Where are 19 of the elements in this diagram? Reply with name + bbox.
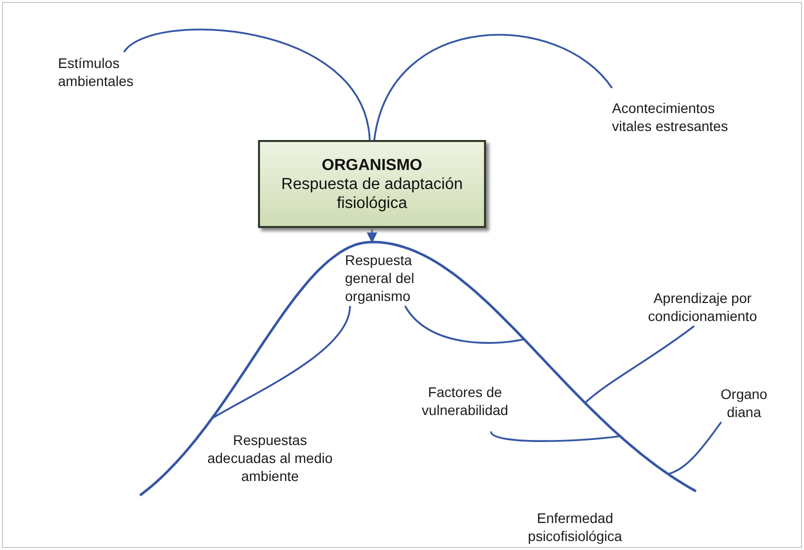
- node-label: Organo diana: [720, 385, 768, 421]
- connector-line: [584, 325, 695, 404]
- node-label: Estímulos ambientales: [58, 54, 134, 90]
- node-label: Respuestas adecuadas al medio ambiente: [206, 431, 334, 485]
- connector-line: [404, 305, 524, 344]
- connector-line: [490, 431, 620, 442]
- node-label: Respuesta general del organismo: [345, 251, 416, 305]
- arrow: [366, 228, 378, 244]
- connector-line: [668, 421, 722, 475]
- node-label: Acontecimientos vitales estresantes: [612, 99, 729, 135]
- connector-line: [123, 28, 371, 140]
- node-label: Factores de vulnerabilidad: [420, 383, 510, 419]
- box-text: Respuesta de adaptación fisiológica: [280, 174, 464, 212]
- box-heading: ORGANISMO: [322, 156, 422, 174]
- connector-line: [212, 306, 351, 420]
- node-label: Enfermedad psicofisiológica: [526, 509, 624, 545]
- connector-line: [373, 34, 613, 140]
- node-label: Aprendizaje por condicionamiento: [647, 289, 758, 325]
- organism-box: [258, 140, 486, 228]
